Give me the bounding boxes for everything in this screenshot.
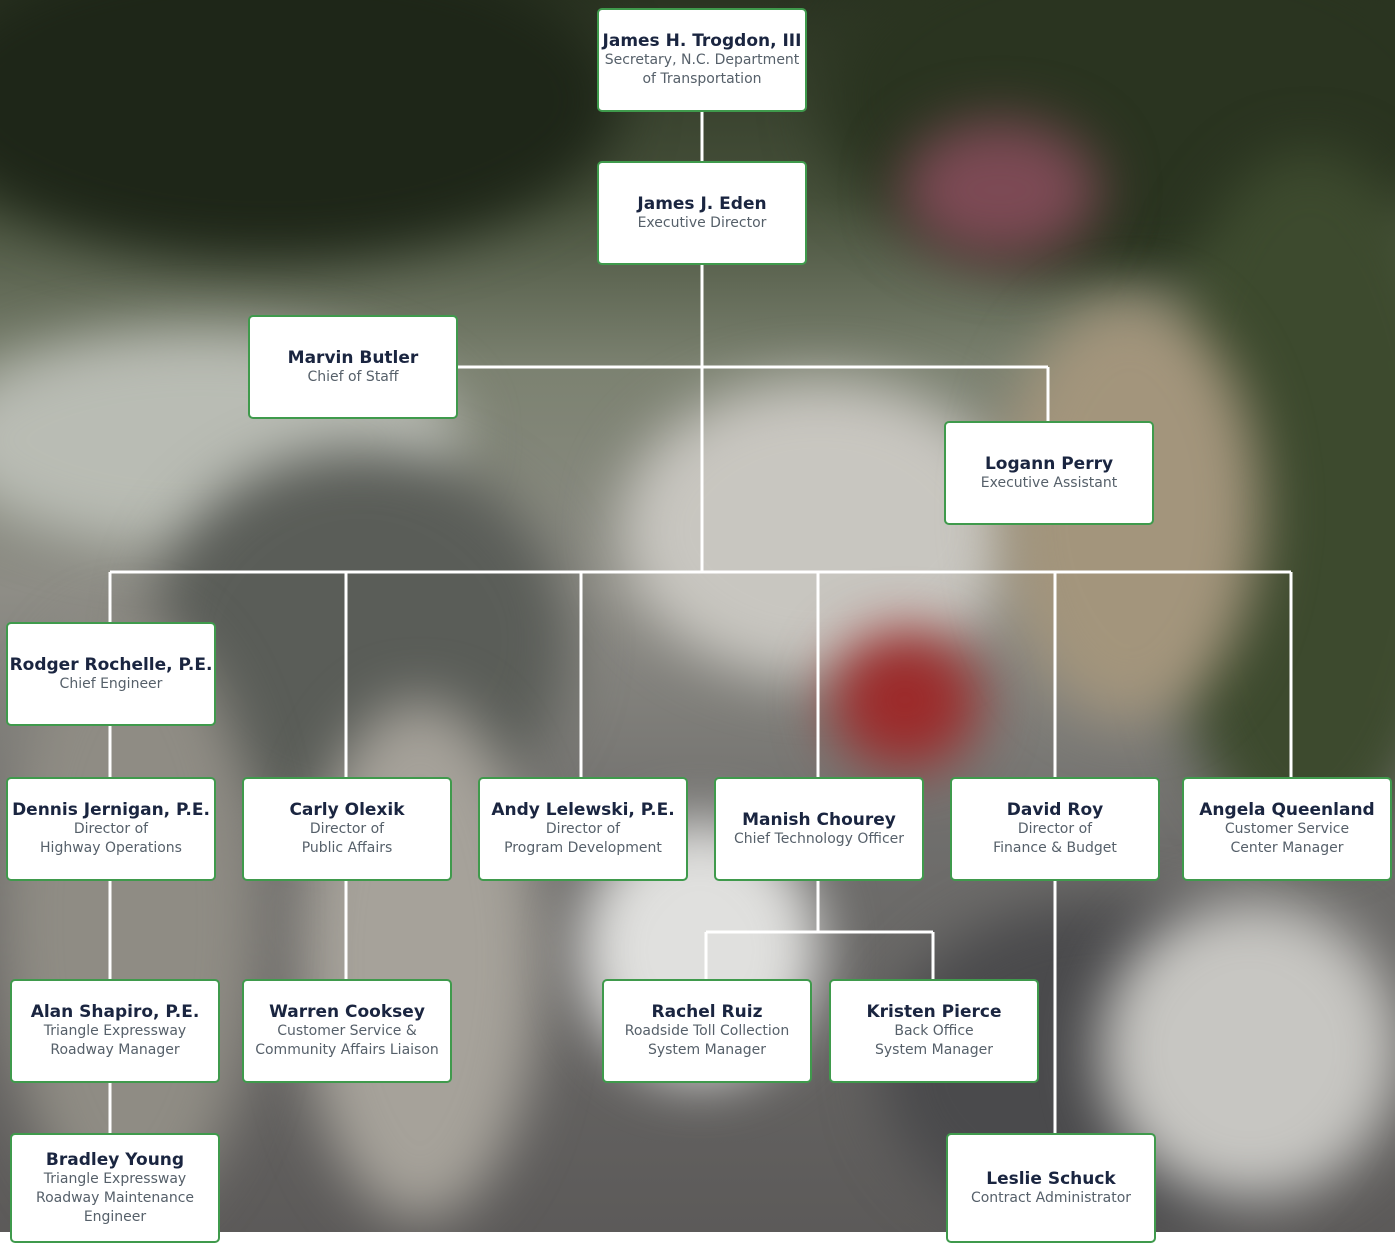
node-title: Executive Assistant	[980, 474, 1118, 491]
node-name: Marvin Butler	[287, 347, 419, 368]
org-node-rochelle: Rodger Rochelle, P.E. Chief Engineer	[6, 622, 216, 726]
node-title: Back Office System Manager	[874, 1023, 994, 1058]
org-node-perry: Logann Perry Executive Assistant	[944, 421, 1154, 525]
node-name: Logann Perry	[984, 453, 1114, 474]
node-title: Executive Director	[637, 214, 767, 231]
org-node-ruiz: Rachel Ruiz Roadside Toll Collection Sys…	[602, 979, 812, 1083]
node-title: Triangle Expressway Roadway Maintenance …	[35, 1170, 195, 1225]
node-title: Triangle Expressway Roadway Manager	[43, 1023, 187, 1058]
org-node-butler: Marvin Butler Chief of Staff	[248, 315, 458, 419]
node-name: Warren Cooksey	[269, 1002, 425, 1022]
node-name: David Roy	[1006, 800, 1104, 820]
org-node-lelewski: Andy Lelewski, P.E. Director of Program …	[478, 777, 688, 881]
node-name: Carly Olexik	[289, 800, 405, 820]
node-title: Contract Administrator	[970, 1189, 1132, 1206]
node-name: Kristen Pierce	[866, 1002, 1002, 1022]
node-title: Director of Program Development	[504, 821, 662, 856]
org-node-jernigan: Dennis Jernigan, P.E. Director of Highwa…	[6, 777, 216, 881]
org-node-schuck: Leslie Schuck Contract Administrator	[946, 1133, 1156, 1243]
node-title: Customer Service & Community Affairs Lia…	[255, 1023, 439, 1058]
node-title: Secretary, N.C. Department of Transporta…	[604, 52, 800, 87]
node-name: Dennis Jernigan, P.E.	[12, 800, 210, 820]
node-title: Chief Technology Officer	[733, 830, 905, 847]
node-name: James J. Eden	[637, 193, 767, 214]
org-node-chourey: Manish Chourey Chief Technology Officer	[714, 777, 924, 881]
node-title: Director of Public Affairs	[301, 821, 393, 856]
node-title: Customer Service Center Manager	[1224, 821, 1350, 856]
org-node-trogdon: James H. Trogdon, III Secretary, N.C. De…	[597, 8, 807, 112]
node-name: Andy Lelewski, P.E.	[491, 800, 675, 820]
node-name: Leslie Schuck	[986, 1168, 1116, 1189]
org-node-pierce: Kristen Pierce Back Office System Manage…	[829, 979, 1039, 1083]
node-name: Bradley Young	[45, 1149, 185, 1170]
node-name: Rachel Ruiz	[651, 1002, 763, 1022]
org-node-queenland: Angela Queenland Customer Service Center…	[1182, 777, 1392, 881]
node-name: Rodger Rochelle, P.E.	[9, 654, 213, 675]
node-name: Angela Queenland	[1199, 800, 1375, 820]
node-name: Manish Chourey	[742, 809, 896, 830]
org-node-young: Bradley Young Triangle Expressway Roadwa…	[10, 1133, 220, 1243]
org-node-roy: David Roy Director of Finance & Budget	[950, 777, 1160, 881]
org-node-shapiro: Alan Shapiro, P.E. Triangle Expressway R…	[10, 979, 220, 1083]
node-name: James H. Trogdon, III	[602, 31, 802, 51]
node-name: Alan Shapiro, P.E.	[30, 1002, 200, 1022]
node-title: Roadside Toll Collection System Manager	[624, 1023, 790, 1058]
node-title: Chief Engineer	[59, 675, 163, 692]
node-title: Director of Finance & Budget	[993, 821, 1117, 856]
org-node-cooksey: Warren Cooksey Customer Service & Commun…	[242, 979, 452, 1083]
node-title: Chief of Staff	[307, 368, 399, 385]
org-node-eden: James J. Eden Executive Director	[597, 161, 807, 265]
org-node-olexik: Carly Olexik Director of Public Affairs	[242, 777, 452, 881]
node-title: Director of Highway Operations	[40, 821, 182, 856]
